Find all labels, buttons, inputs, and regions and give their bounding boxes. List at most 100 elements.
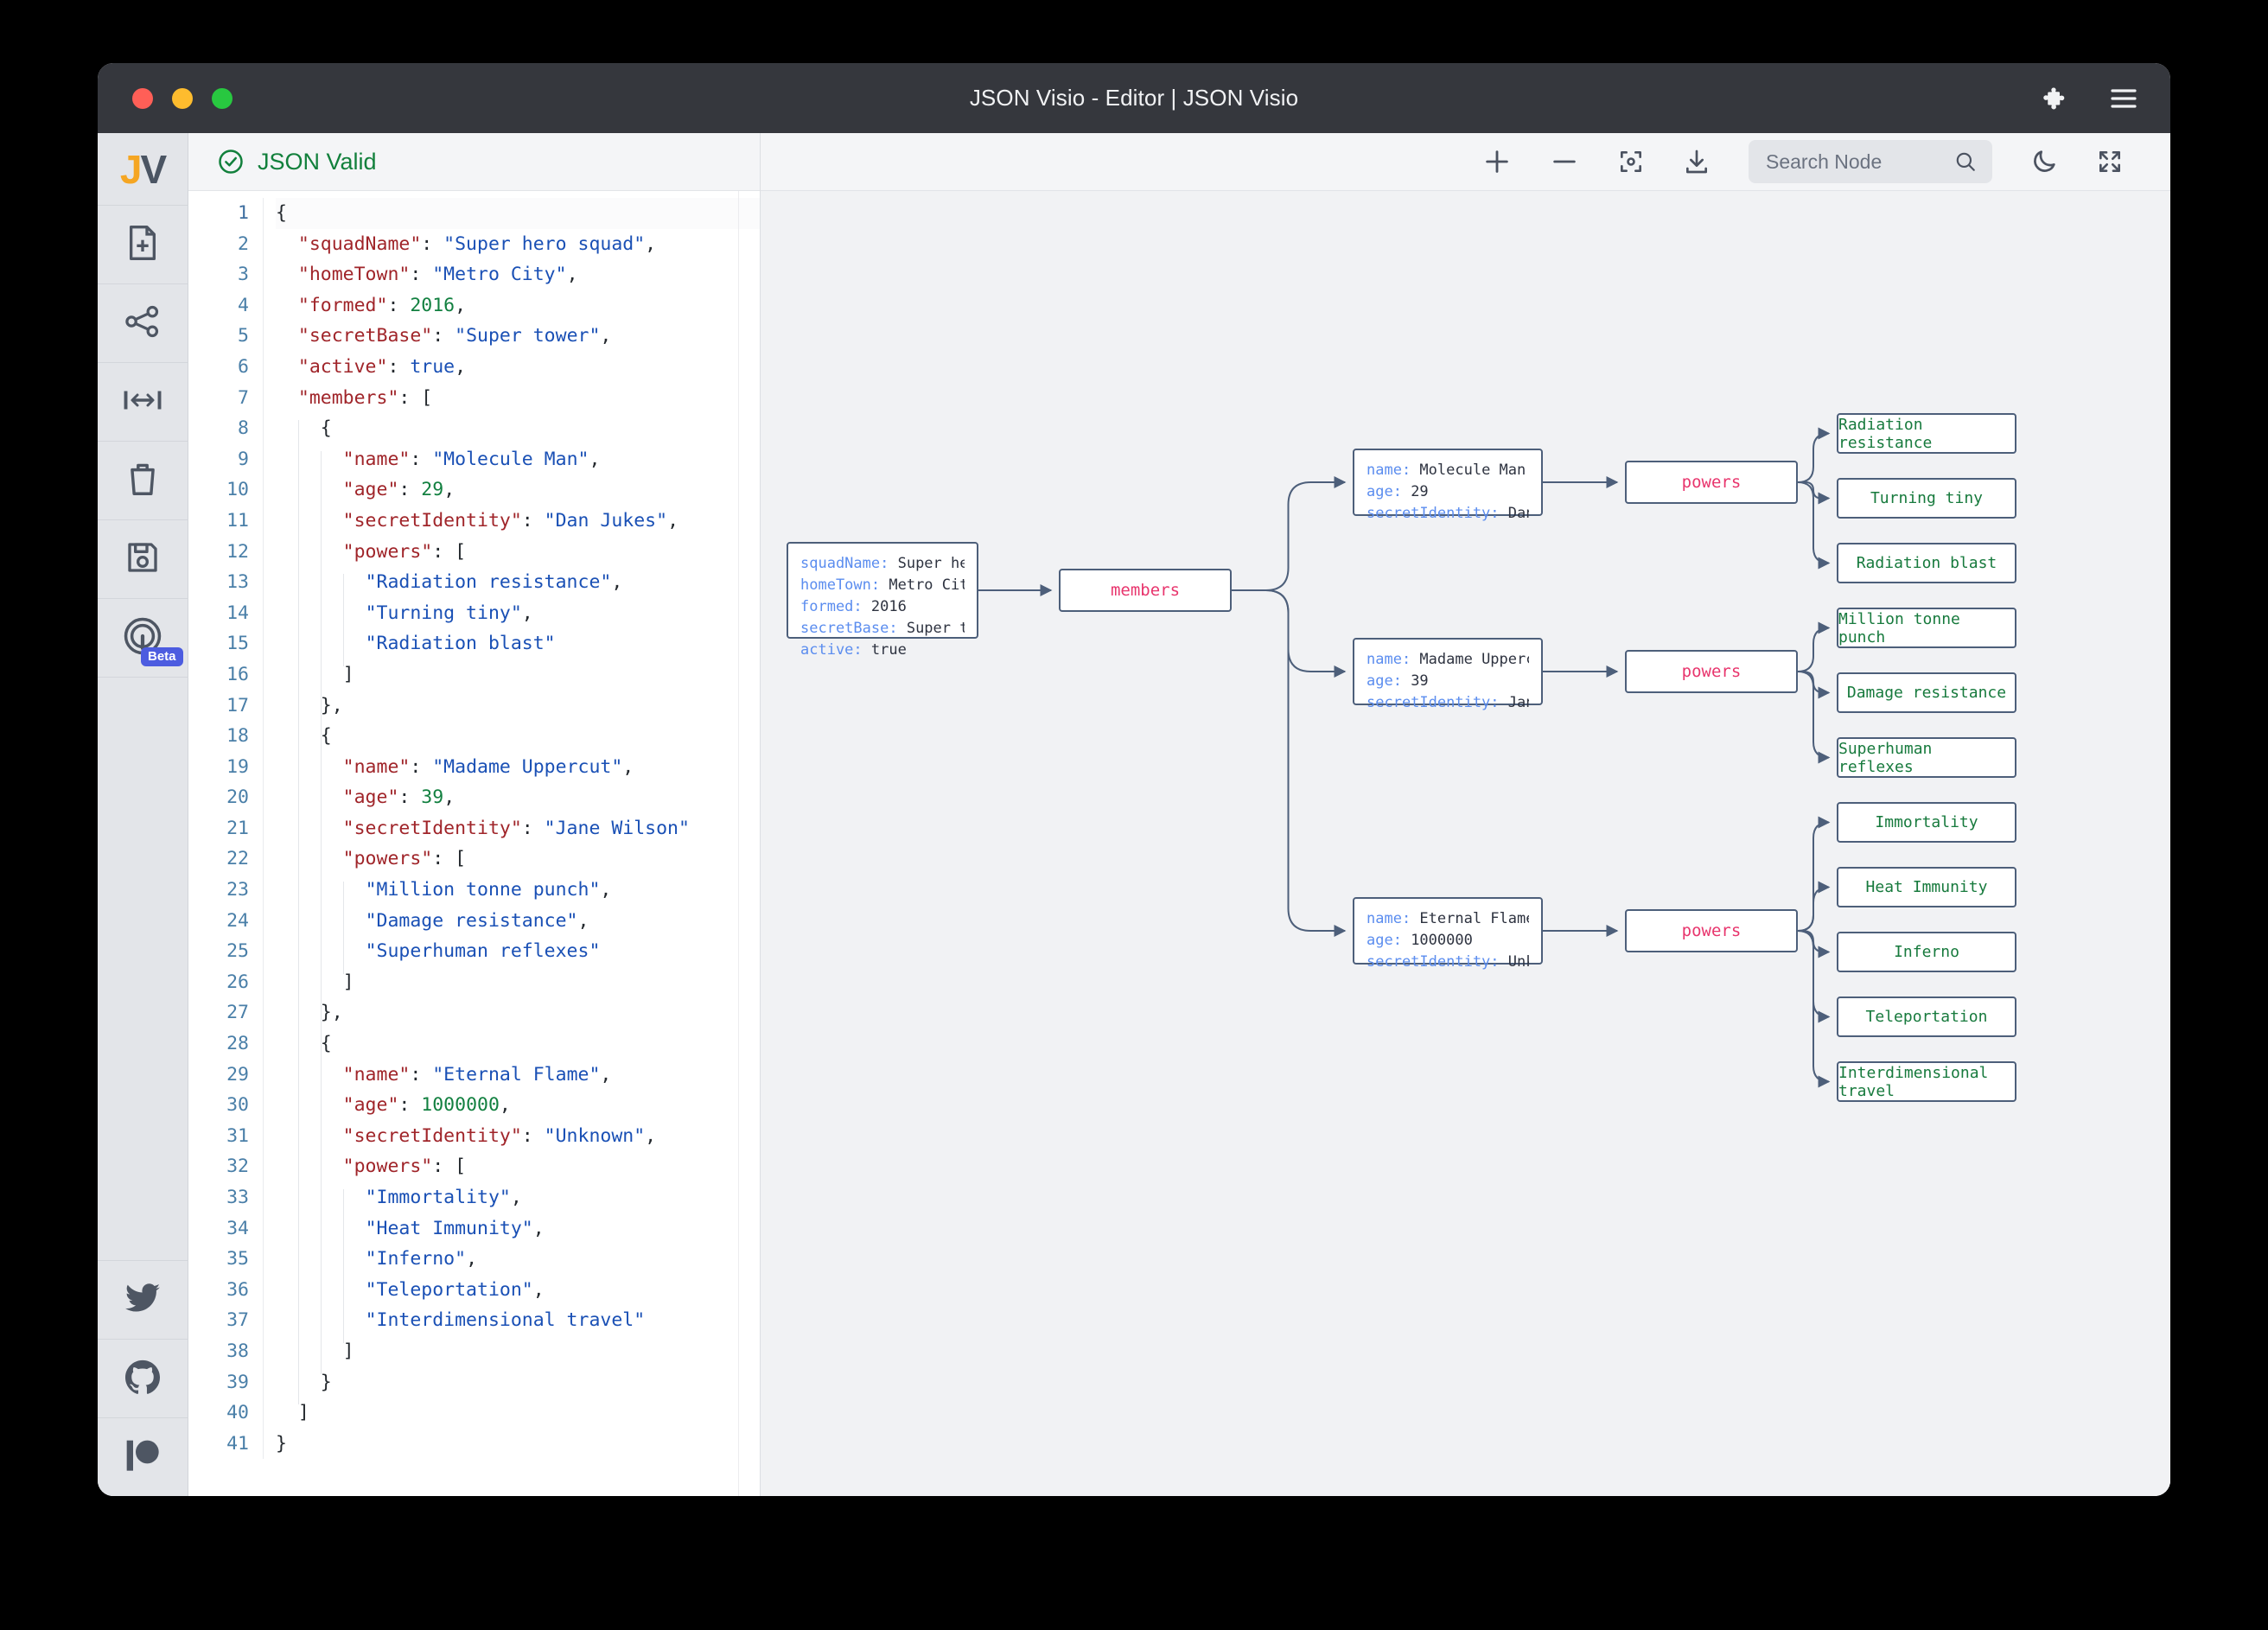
code-line[interactable]: "powers": [ bbox=[276, 1151, 760, 1182]
puzzle-icon[interactable] bbox=[2042, 86, 2068, 111]
center-view-button[interactable] bbox=[1617, 148, 1645, 175]
code-token: : bbox=[398, 1094, 421, 1116]
graph-node-leaf[interactable]: Interdimensional travel bbox=[1837, 1061, 2016, 1102]
code-line[interactable]: "name": "Madame Uppercut", bbox=[276, 752, 760, 783]
theme-toggle-button[interactable] bbox=[2030, 148, 2058, 175]
graph-node-value: Metro City bbox=[889, 576, 965, 594]
code-line[interactable]: } bbox=[276, 1429, 760, 1460]
code-line[interactable]: "secretIdentity": "Dan Jukes", bbox=[276, 506, 760, 537]
graph-node-leaf[interactable]: Heat Immunity bbox=[1837, 867, 2016, 907]
zoom-out-button[interactable] bbox=[1550, 147, 1579, 176]
download-image-button[interactable] bbox=[1683, 148, 1711, 175]
magnifier-icon[interactable] bbox=[1954, 150, 1977, 173]
search-input[interactable] bbox=[1766, 150, 1939, 174]
window-body: JV bbox=[98, 133, 2170, 1496]
code-line[interactable]: "age": 39, bbox=[276, 782, 760, 813]
graph-node-leaf[interactable]: Radiation blast bbox=[1837, 543, 2016, 583]
zoom-in-button[interactable] bbox=[1482, 147, 1512, 176]
code-line[interactable]: "Turning tiny", bbox=[276, 598, 760, 629]
code-line[interactable]: ] bbox=[276, 967, 760, 998]
code-line[interactable]: "Interdimensional travel" bbox=[276, 1305, 760, 1336]
graph-node-object[interactable]: name: Molecule Manage: 29secretIdentity:… bbox=[1353, 449, 1543, 516]
line-number: 41 bbox=[188, 1429, 249, 1460]
graph-node-label: Damage resistance bbox=[1847, 684, 2006, 702]
graph-node-leaf[interactable]: Superhuman reflexes bbox=[1837, 737, 2016, 778]
code-line[interactable]: "members": [ bbox=[276, 383, 760, 414]
code-line[interactable]: "secretIdentity": "Unknown", bbox=[276, 1121, 760, 1152]
code-line[interactable]: "Radiation blast" bbox=[276, 628, 760, 659]
graph-node-leaf[interactable]: Radiation resistance bbox=[1837, 413, 2016, 454]
code-line[interactable]: "Million tonne punch", bbox=[276, 875, 760, 906]
code-line[interactable]: "age": 1000000, bbox=[276, 1090, 760, 1121]
graph-node-leaf[interactable]: Immortality bbox=[1837, 802, 2016, 843]
graph-node-key-box[interactable]: members bbox=[1059, 569, 1232, 612]
sidebar-item-share-graph[interactable] bbox=[98, 284, 188, 363]
code-line[interactable]: "powers": [ bbox=[276, 537, 760, 568]
code-line[interactable]: "formed": 2016, bbox=[276, 290, 760, 322]
graph-node-key-box[interactable]: powers bbox=[1625, 650, 1798, 693]
graph-canvas[interactable]: squadName: Super hero…homeTown: Metro Ci… bbox=[761, 191, 2170, 1496]
code-line[interactable]: "Superhuman reflexes" bbox=[276, 936, 760, 967]
code-line[interactable]: { bbox=[276, 1028, 760, 1060]
graph-node-object[interactable]: name: Madame Uppercutage: 39secretIdenti… bbox=[1353, 638, 1543, 705]
code-line[interactable]: "secretIdentity": "Jane Wilson" bbox=[276, 813, 760, 844]
code-line[interactable]: { bbox=[276, 413, 760, 444]
code-line[interactable]: ] bbox=[276, 659, 760, 691]
graph-node-label: Immortality bbox=[1875, 813, 1978, 831]
graph-node-leaf[interactable]: Damage resistance bbox=[1837, 672, 2016, 713]
code-content[interactable]: { "squadName": "Super hero squad", "home… bbox=[263, 198, 760, 1459]
code-line[interactable]: "homeTown": "Metro City", bbox=[276, 259, 760, 290]
sidebar-item-github[interactable] bbox=[98, 1339, 188, 1417]
graph-node-key-box[interactable]: powers bbox=[1625, 461, 1798, 504]
code-line[interactable]: }, bbox=[276, 997, 760, 1028]
graph-node-key-box[interactable]: powers bbox=[1625, 909, 1798, 952]
graph-node-leaf[interactable]: Teleportation bbox=[1837, 996, 2016, 1037]
code-line[interactable]: "Radiation resistance", bbox=[276, 567, 760, 598]
code-line[interactable]: "age": 29, bbox=[276, 474, 760, 506]
fullscreen-button[interactable] bbox=[2096, 148, 2124, 175]
floppy-disk-icon bbox=[125, 539, 160, 580]
code-token: "Radiation resistance" bbox=[366, 571, 612, 593]
code-line[interactable]: ] bbox=[276, 1398, 760, 1429]
code-area[interactable]: 1234567891011121314151617181920212223242… bbox=[188, 191, 760, 1496]
sidebar-item-save-json[interactable] bbox=[98, 520, 188, 599]
minimize-window-button[interactable] bbox=[172, 88, 193, 109]
code-line[interactable]: "name": "Molecule Man", bbox=[276, 444, 760, 475]
hamburger-menu-icon[interactable] bbox=[2110, 87, 2137, 110]
sidebar-item-fit-width[interactable] bbox=[98, 363, 188, 442]
code-line[interactable]: "Immortality", bbox=[276, 1182, 760, 1213]
graph-node-object[interactable]: squadName: Super hero…homeTown: Metro Ci… bbox=[787, 542, 978, 639]
line-number: 34 bbox=[188, 1213, 249, 1245]
code-line[interactable]: ] bbox=[276, 1336, 760, 1367]
graph-node-value: true bbox=[871, 641, 907, 659]
sidebar-item-patreon[interactable] bbox=[98, 1417, 188, 1496]
code-token: "Jane Wilson" bbox=[545, 818, 690, 839]
sidebar-item-cloud-compare[interactable]: Beta bbox=[98, 599, 188, 678]
search-node-box[interactable] bbox=[1749, 140, 1992, 183]
code-line[interactable]: { bbox=[276, 198, 760, 229]
code-line[interactable]: "Teleportation", bbox=[276, 1275, 760, 1306]
code-line[interactable]: "name": "Eternal Flame", bbox=[276, 1060, 760, 1091]
graph-node-object[interactable]: name: Eternal Flameage: 1000000secretIde… bbox=[1353, 897, 1543, 965]
code-line[interactable]: "secretBase": "Super tower", bbox=[276, 321, 760, 352]
code-line[interactable]: }, bbox=[276, 691, 760, 722]
code-line[interactable]: "Heat Immunity", bbox=[276, 1213, 760, 1245]
code-token: "Unknown" bbox=[545, 1125, 646, 1147]
code-line[interactable]: { bbox=[276, 721, 760, 752]
graph-node-leaf[interactable]: Turning tiny bbox=[1837, 478, 2016, 519]
code-line[interactable]: "squadName": "Super hero squad", bbox=[276, 229, 760, 260]
maximize-window-button[interactable] bbox=[212, 88, 233, 109]
sidebar-item-clear-json[interactable] bbox=[98, 442, 188, 520]
graph-node-leaf[interactable]: Million tonne punch bbox=[1837, 608, 2016, 648]
app-logo[interactable]: JV bbox=[98, 133, 188, 206]
code-line[interactable]: } bbox=[276, 1367, 760, 1398]
sidebar-item-new-document[interactable] bbox=[98, 206, 188, 284]
close-window-button[interactable] bbox=[132, 88, 153, 109]
code-line[interactable]: "Damage resistance", bbox=[276, 906, 760, 937]
code-line[interactable]: "powers": [ bbox=[276, 844, 760, 875]
code-line[interactable]: "Inferno", bbox=[276, 1244, 760, 1275]
code-token: , bbox=[443, 479, 455, 500]
graph-node-leaf[interactable]: Inferno bbox=[1837, 932, 2016, 972]
sidebar-item-twitter[interactable] bbox=[98, 1260, 188, 1339]
code-line[interactable]: "active": true, bbox=[276, 352, 760, 383]
